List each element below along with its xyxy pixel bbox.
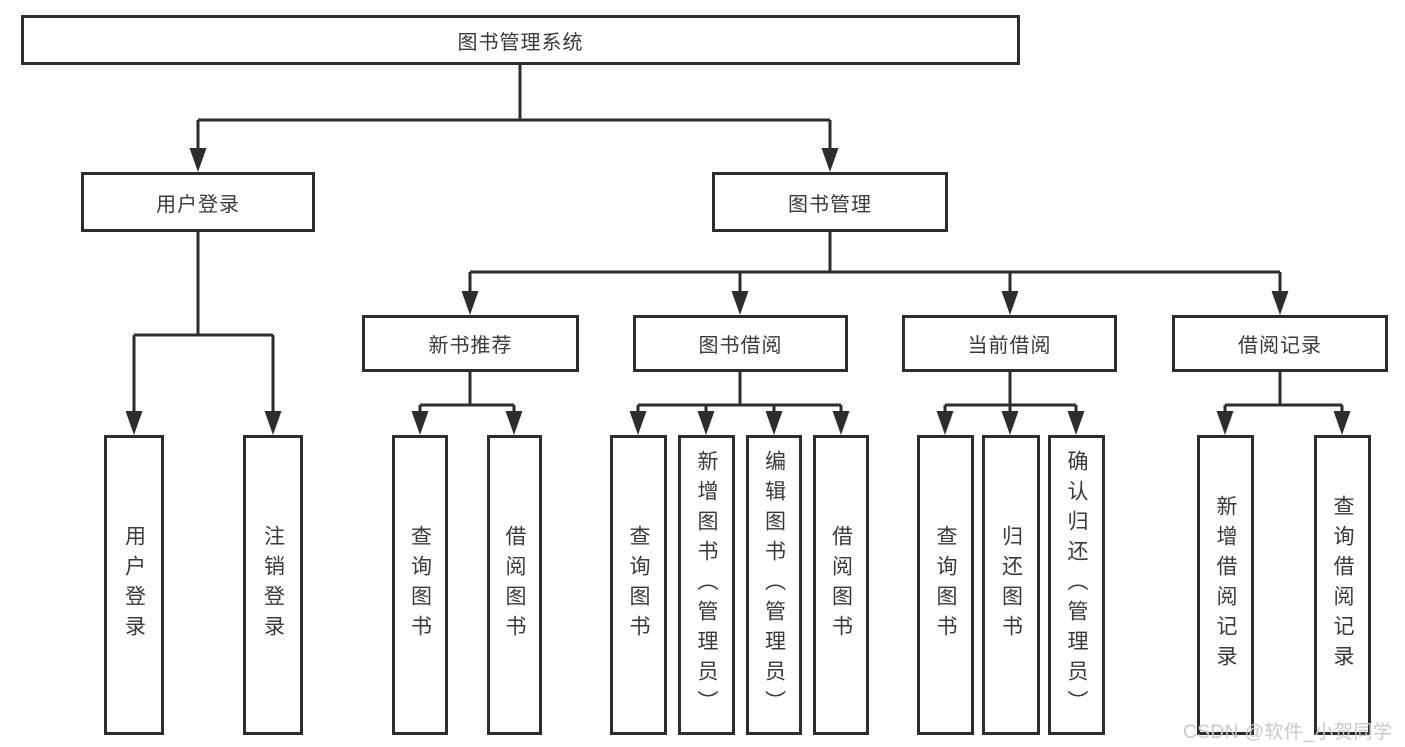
node-label: 查询图书 bbox=[934, 525, 957, 645]
node-borrowing-records: 借阅记录 bbox=[1172, 315, 1388, 372]
node-user-login: 用户登录 bbox=[81, 172, 315, 232]
node-label: 归还图书 bbox=[999, 525, 1023, 645]
node-label: 借阅图书 bbox=[829, 525, 853, 645]
node-label: 用户登录 bbox=[122, 525, 146, 645]
node-new-book-recommendation: 新书推荐 bbox=[362, 315, 579, 372]
node-label: 新增图书（管理员） bbox=[695, 450, 718, 720]
csdn-watermark: CSDN @软件_小贺同学 bbox=[1183, 722, 1393, 743]
leaf-edit-books-admin: 编辑图书（管理员） bbox=[746, 435, 802, 735]
node-label: 注销登录 bbox=[261, 525, 285, 645]
connector-current-borrowing-branch bbox=[936, 372, 1085, 435]
leaf-logout: 注销登录 bbox=[243, 435, 303, 735]
node-root-system: 图书管理系统 bbox=[21, 15, 1020, 65]
node-label: 新书推荐 bbox=[428, 335, 513, 357]
node-label: 编辑图书（管理员） bbox=[762, 450, 786, 720]
node-book-management: 图书管理 bbox=[712, 172, 948, 232]
connector-book-borrowing-branch bbox=[629, 372, 850, 435]
leaf-query-books: 查询图书 bbox=[392, 435, 448, 735]
leaf-add-books-admin: 新增图书（管理员） bbox=[678, 435, 735, 735]
node-label: 借阅图书 bbox=[503, 525, 526, 645]
node-label: 图书借阅 bbox=[698, 335, 783, 357]
leaf-query-borrow-record: 查询借阅记录 bbox=[1314, 435, 1371, 735]
node-label: 查询图书 bbox=[627, 525, 650, 645]
leaf-user-login: 用户登录 bbox=[104, 435, 164, 735]
node-label: 查询借阅记录 bbox=[1331, 495, 1354, 675]
node-label: 用户登录 bbox=[156, 193, 240, 216]
node-label: 当前借阅 bbox=[967, 335, 1052, 357]
node-label: 借阅记录 bbox=[1238, 335, 1322, 357]
connector-user-login-branch bbox=[125, 232, 282, 435]
node-book-borrowing: 图书借阅 bbox=[633, 315, 848, 372]
leaf-query-books: 查询图书 bbox=[917, 435, 974, 735]
leaf-return-books: 归还图书 bbox=[982, 435, 1040, 735]
leaf-borrow-books: 借阅图书 bbox=[487, 435, 542, 735]
node-current-borrowing: 当前借阅 bbox=[902, 315, 1117, 372]
node-label: 确认归还（管理员） bbox=[1065, 450, 1088, 720]
node-label: 查询图书 bbox=[408, 525, 432, 645]
node-label: 图书管理系统 bbox=[457, 31, 584, 54]
leaf-confirm-return-admin: 确认归还（管理员） bbox=[1048, 435, 1105, 735]
connector-root-to-level2 bbox=[189, 65, 839, 172]
node-label: 新增借阅记录 bbox=[1214, 495, 1237, 675]
leaf-add-borrow-record: 新增借阅记录 bbox=[1197, 435, 1254, 735]
leaf-query-books: 查询图书 bbox=[610, 435, 667, 735]
connector-borrowing-records-branch bbox=[1216, 372, 1351, 435]
connector-book-management-branch bbox=[461, 232, 1289, 315]
connector-new-book-recommendation-branch bbox=[411, 372, 523, 435]
node-label: 图书管理 bbox=[788, 193, 872, 216]
leaf-borrow-books: 借阅图书 bbox=[813, 435, 869, 735]
